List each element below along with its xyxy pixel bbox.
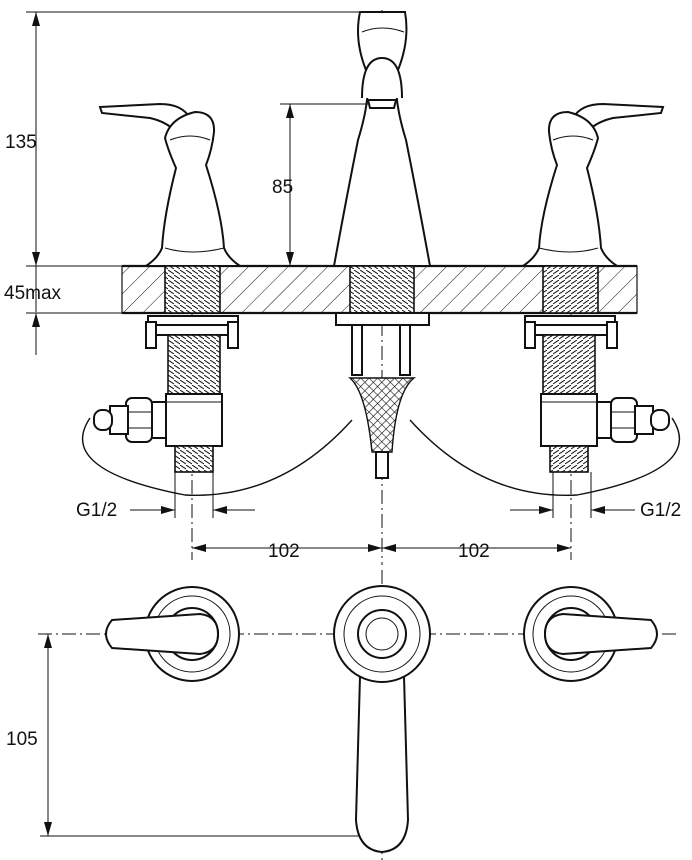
dim-label-102-left: 102: [268, 541, 300, 562]
dim-label-85: 85: [272, 177, 293, 198]
dimension-thread-right: G1/2: [510, 472, 681, 521]
right-valve: [519, 102, 670, 473]
left-valve-body: [142, 110, 244, 267]
dim-label-102-right: 102: [458, 541, 490, 562]
braided-hose: [348, 377, 417, 453]
spout-lock-plate: [335, 312, 430, 326]
plan-right-valve: [523, 586, 658, 682]
dimension-spout-85: 85: [272, 103, 368, 266]
hose-right: [409, 417, 681, 496]
plan-left-handle: [105, 612, 220, 656]
spout-body: [332, 11, 432, 267]
left-valve: [93, 102, 244, 473]
dim-label-105: 105: [6, 729, 38, 750]
aerator: [366, 99, 398, 109]
dim-label-g12-left: G1/2: [76, 500, 117, 521]
dimension-spacing: 102 102: [192, 541, 571, 562]
dim-label-135: 135: [5, 132, 37, 153]
dimension-thread-left: G1/2: [76, 472, 255, 521]
plan-spout-arm: [354, 675, 410, 854]
dimension-height-135: 135: [5, 11, 360, 267]
dim-label-45max: 45max: [4, 283, 62, 304]
elevation-view: 135 85 45max G1/2: [4, 10, 681, 565]
plan-right-handle: [543, 612, 658, 656]
hose-left: [81, 417, 353, 496]
plan-left-valve: [105, 586, 240, 682]
dimension-depth-105: 105: [6, 634, 360, 837]
right-valve-body: [519, 110, 621, 267]
dim-label-g12-right: G1/2: [640, 500, 681, 521]
plan-spout: [333, 585, 431, 854]
plan-view: 105: [6, 570, 680, 860]
spout: [332, 11, 432, 479]
dimension-deck-45max: 45max: [4, 266, 122, 355]
